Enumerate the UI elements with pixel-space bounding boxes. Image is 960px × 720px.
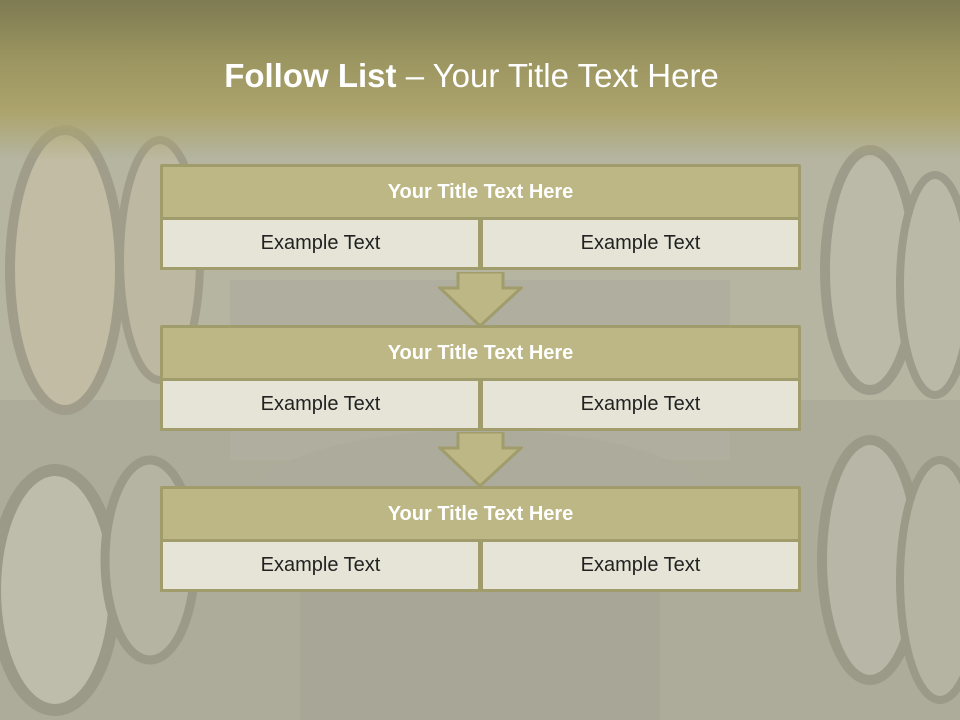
list-block-cell-right: Example Text: [481, 381, 801, 431]
list-block-row: Example Text Example Text: [160, 220, 801, 270]
list-block-cell-right: Example Text: [481, 542, 801, 592]
list-block-cell-right: Example Text: [481, 220, 801, 270]
list-block-cell-left: Example Text: [160, 381, 481, 431]
list-block-1: Your Title Text Here Example Text Exampl…: [160, 164, 801, 270]
slide-title: Follow List – Your Title Text Here: [0, 54, 943, 98]
list-block-cell-left: Example Text: [160, 220, 481, 270]
down-arrow-icon: [438, 272, 523, 328]
list-block-title: Your Title Text Here: [160, 486, 801, 542]
list-block-2: Your Title Text Here Example Text Exampl…: [160, 325, 801, 431]
slide-title-bold: Follow List: [224, 57, 397, 94]
list-block-title: Your Title Text Here: [160, 164, 801, 220]
list-block-row: Example Text Example Text: [160, 381, 801, 431]
list-block-row: Example Text Example Text: [160, 542, 801, 592]
slide-title-rest: – Your Title Text Here: [405, 57, 719, 94]
list-block-3: Your Title Text Here Example Text Exampl…: [160, 486, 801, 592]
title-band: [0, 0, 960, 160]
list-block-cell-left: Example Text: [160, 542, 481, 592]
list-block-title: Your Title Text Here: [160, 325, 801, 381]
down-arrow-icon: [438, 432, 523, 488]
